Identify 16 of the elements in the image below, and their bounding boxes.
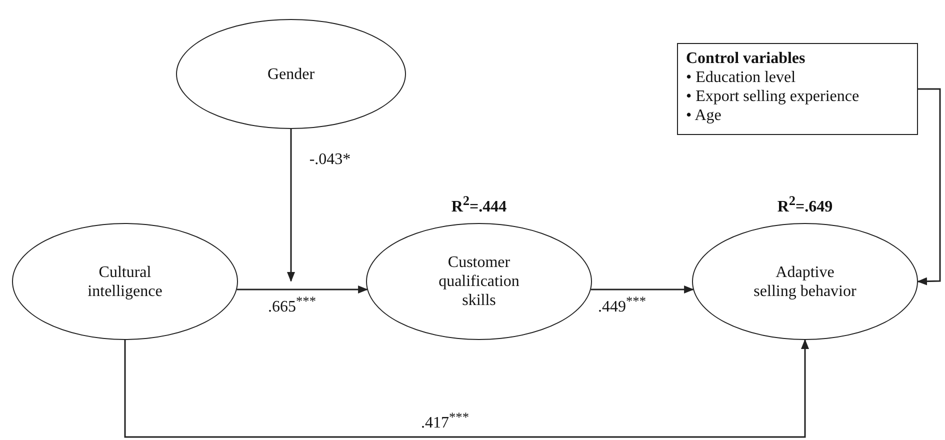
arrow xyxy=(287,129,295,282)
construct-label: Customer qualification skills xyxy=(438,253,520,310)
bullet-item: • Age xyxy=(686,106,722,125)
construct-label: Gender xyxy=(266,64,316,84)
bullet-item: • Education level xyxy=(686,68,797,87)
r-squared-label: R$^{2}$=.649 xyxy=(777,193,833,216)
arrow xyxy=(917,88,941,286)
arrow xyxy=(590,286,694,294)
construct-label: Cultural intelligence xyxy=(86,262,164,300)
construct-label: Adaptive selling behavior xyxy=(752,262,858,300)
control-variables-box xyxy=(677,43,918,135)
r-squared-label: R$^{2}$=.444 xyxy=(451,193,507,216)
bullet-item: • Export selling experience xyxy=(686,87,860,106)
arrow xyxy=(236,286,368,294)
arrow xyxy=(124,339,809,438)
box-heading: Control variables xyxy=(686,49,806,68)
